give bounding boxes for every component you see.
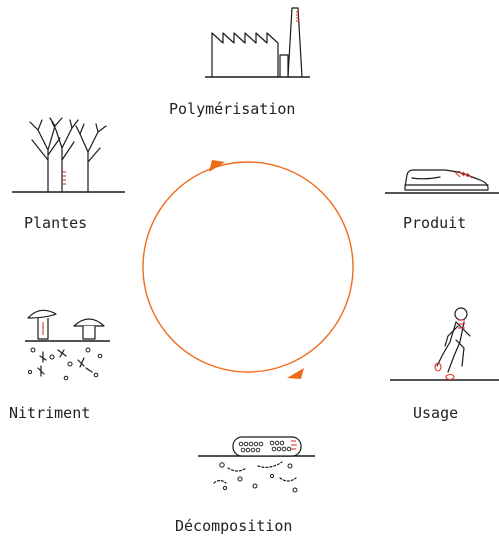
shoe-icon (385, 169, 499, 194)
cycle-arrow-top (209, 160, 225, 172)
stage-label-usage: Usage (413, 404, 459, 422)
runner-icon (390, 307, 499, 381)
stage-label-produit: Produit (403, 214, 467, 232)
decomposing-log-icon (198, 436, 315, 493)
mushroom-icon (25, 309, 110, 381)
stage-label-nitriment: Nitriment (9, 404, 91, 422)
factory-icon (205, 7, 310, 78)
trees-icon (12, 117, 125, 193)
cycle-arrow-bottom (287, 368, 304, 379)
stage-label-decomposition: Décomposition (175, 517, 293, 535)
stage-label-plantes: Plantes (24, 214, 88, 232)
stage-label-polymerisation: Polymérisation (169, 100, 296, 118)
cycle-loop (142, 160, 354, 379)
